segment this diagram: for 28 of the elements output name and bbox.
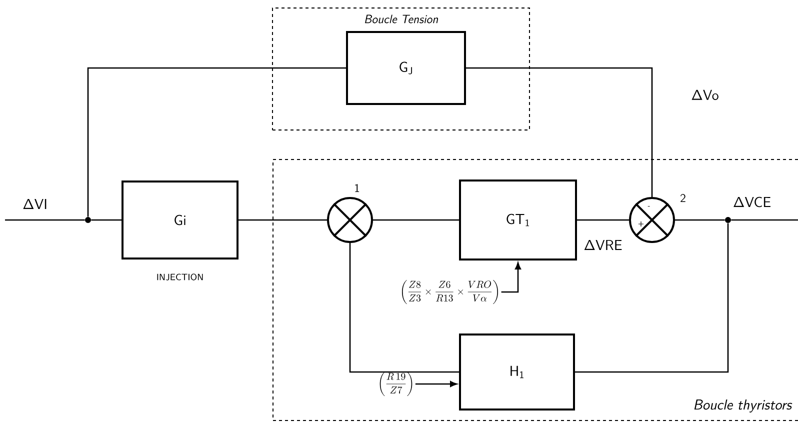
connector [373,219,459,221]
edge-label: ΔVRE [582,239,624,251]
connector [415,381,458,387]
connector [577,219,629,221]
transfer-block: G$_{J}$ [346,31,466,105]
connector [466,67,653,197]
beside-text: 1 [355,184,360,192]
connector [501,262,521,293]
connector [675,219,725,221]
transfer-block: H$_{1}$ [459,334,575,410]
connector [87,67,346,217]
gain-formula: $\left(\frac{Z8}{Z3}\times\frac{Z6}{R13}\times\frac{VRO}{V\alpha}\right)$ [402,280,498,304]
edge-label: ΔVo [690,88,720,102]
beside-text: 2 [680,194,686,202]
edge-label: ΔVCE [732,196,772,208]
summing-junction [629,197,675,243]
gain-formula: $\left(\frac{R\,19}{Z7}\right)$ [380,372,412,396]
connector [575,223,729,373]
transfer-block: GT$_{1}$ [459,180,577,260]
connector [731,219,798,221]
transfer-block: Gi [122,180,238,260]
connector [349,243,459,373]
edge-label: ΔVI [22,198,48,210]
summing-junction [327,197,373,243]
beside-text: INJECTION [157,274,203,280]
connector [5,219,85,221]
connector [238,219,327,221]
connector [91,219,122,221]
